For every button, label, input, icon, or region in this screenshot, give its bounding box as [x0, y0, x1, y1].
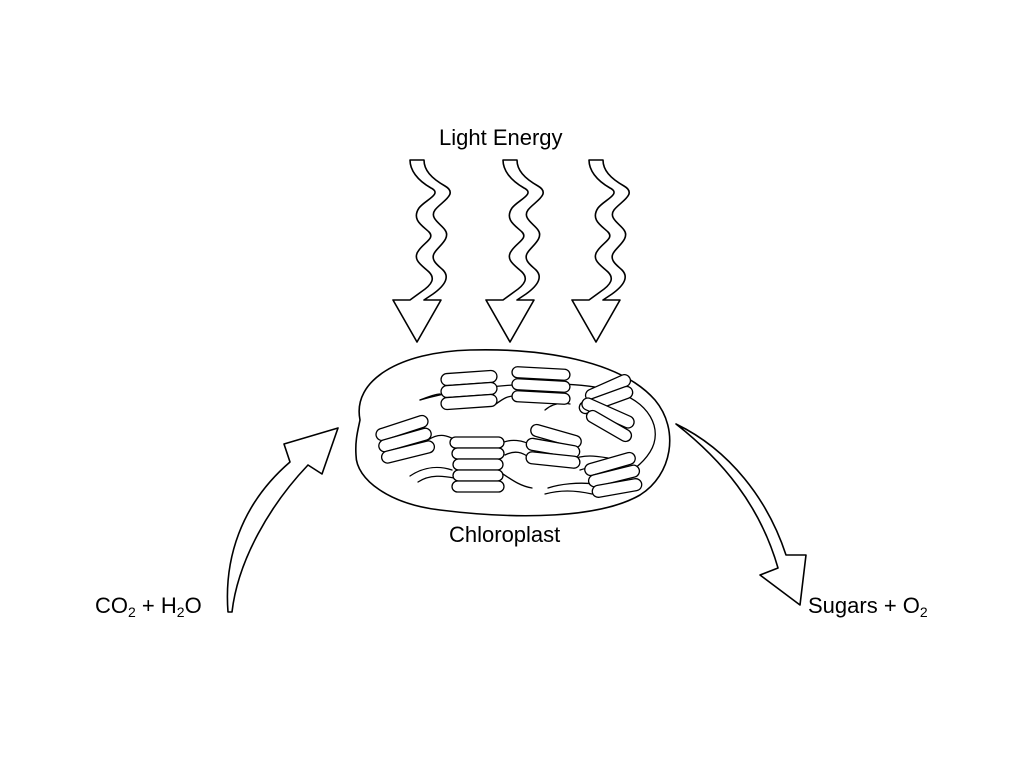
light-ray-arrow-icon: [571, 159, 630, 343]
reactant-o: O: [184, 593, 202, 618]
granum-stack: [578, 374, 635, 443]
reactant-h-subscript: 2: [176, 604, 185, 620]
granum-stack: [375, 414, 436, 464]
light-energy-label: Light Energy: [439, 125, 563, 150]
light-rays: [392, 159, 630, 343]
granum-stack: [584, 451, 643, 498]
reactants-label: CO2 + H2O: [95, 593, 202, 620]
granum-stack: [440, 369, 498, 411]
input-arrow-icon: [226, 427, 339, 613]
reactant-plus-h: + H: [135, 593, 177, 618]
light-ray-arrow-icon: [485, 159, 544, 343]
granum-stack: [449, 436, 505, 493]
products-label: Sugars + O2: [808, 593, 928, 620]
product-sugars: Sugars + O: [808, 593, 920, 618]
granum-stack: [525, 423, 582, 469]
output-arrow-icon: [675, 423, 807, 606]
chloroplast-label: Chloroplast: [449, 522, 561, 547]
light-ray-arrow-icon: [392, 159, 451, 343]
granum-stack: [511, 366, 571, 405]
reactant-co: CO: [95, 593, 128, 618]
product-o-subscript: 2: [919, 604, 928, 620]
chloroplast-icon: [355, 348, 671, 517]
reactant-co-subscript: 2: [128, 604, 136, 620]
